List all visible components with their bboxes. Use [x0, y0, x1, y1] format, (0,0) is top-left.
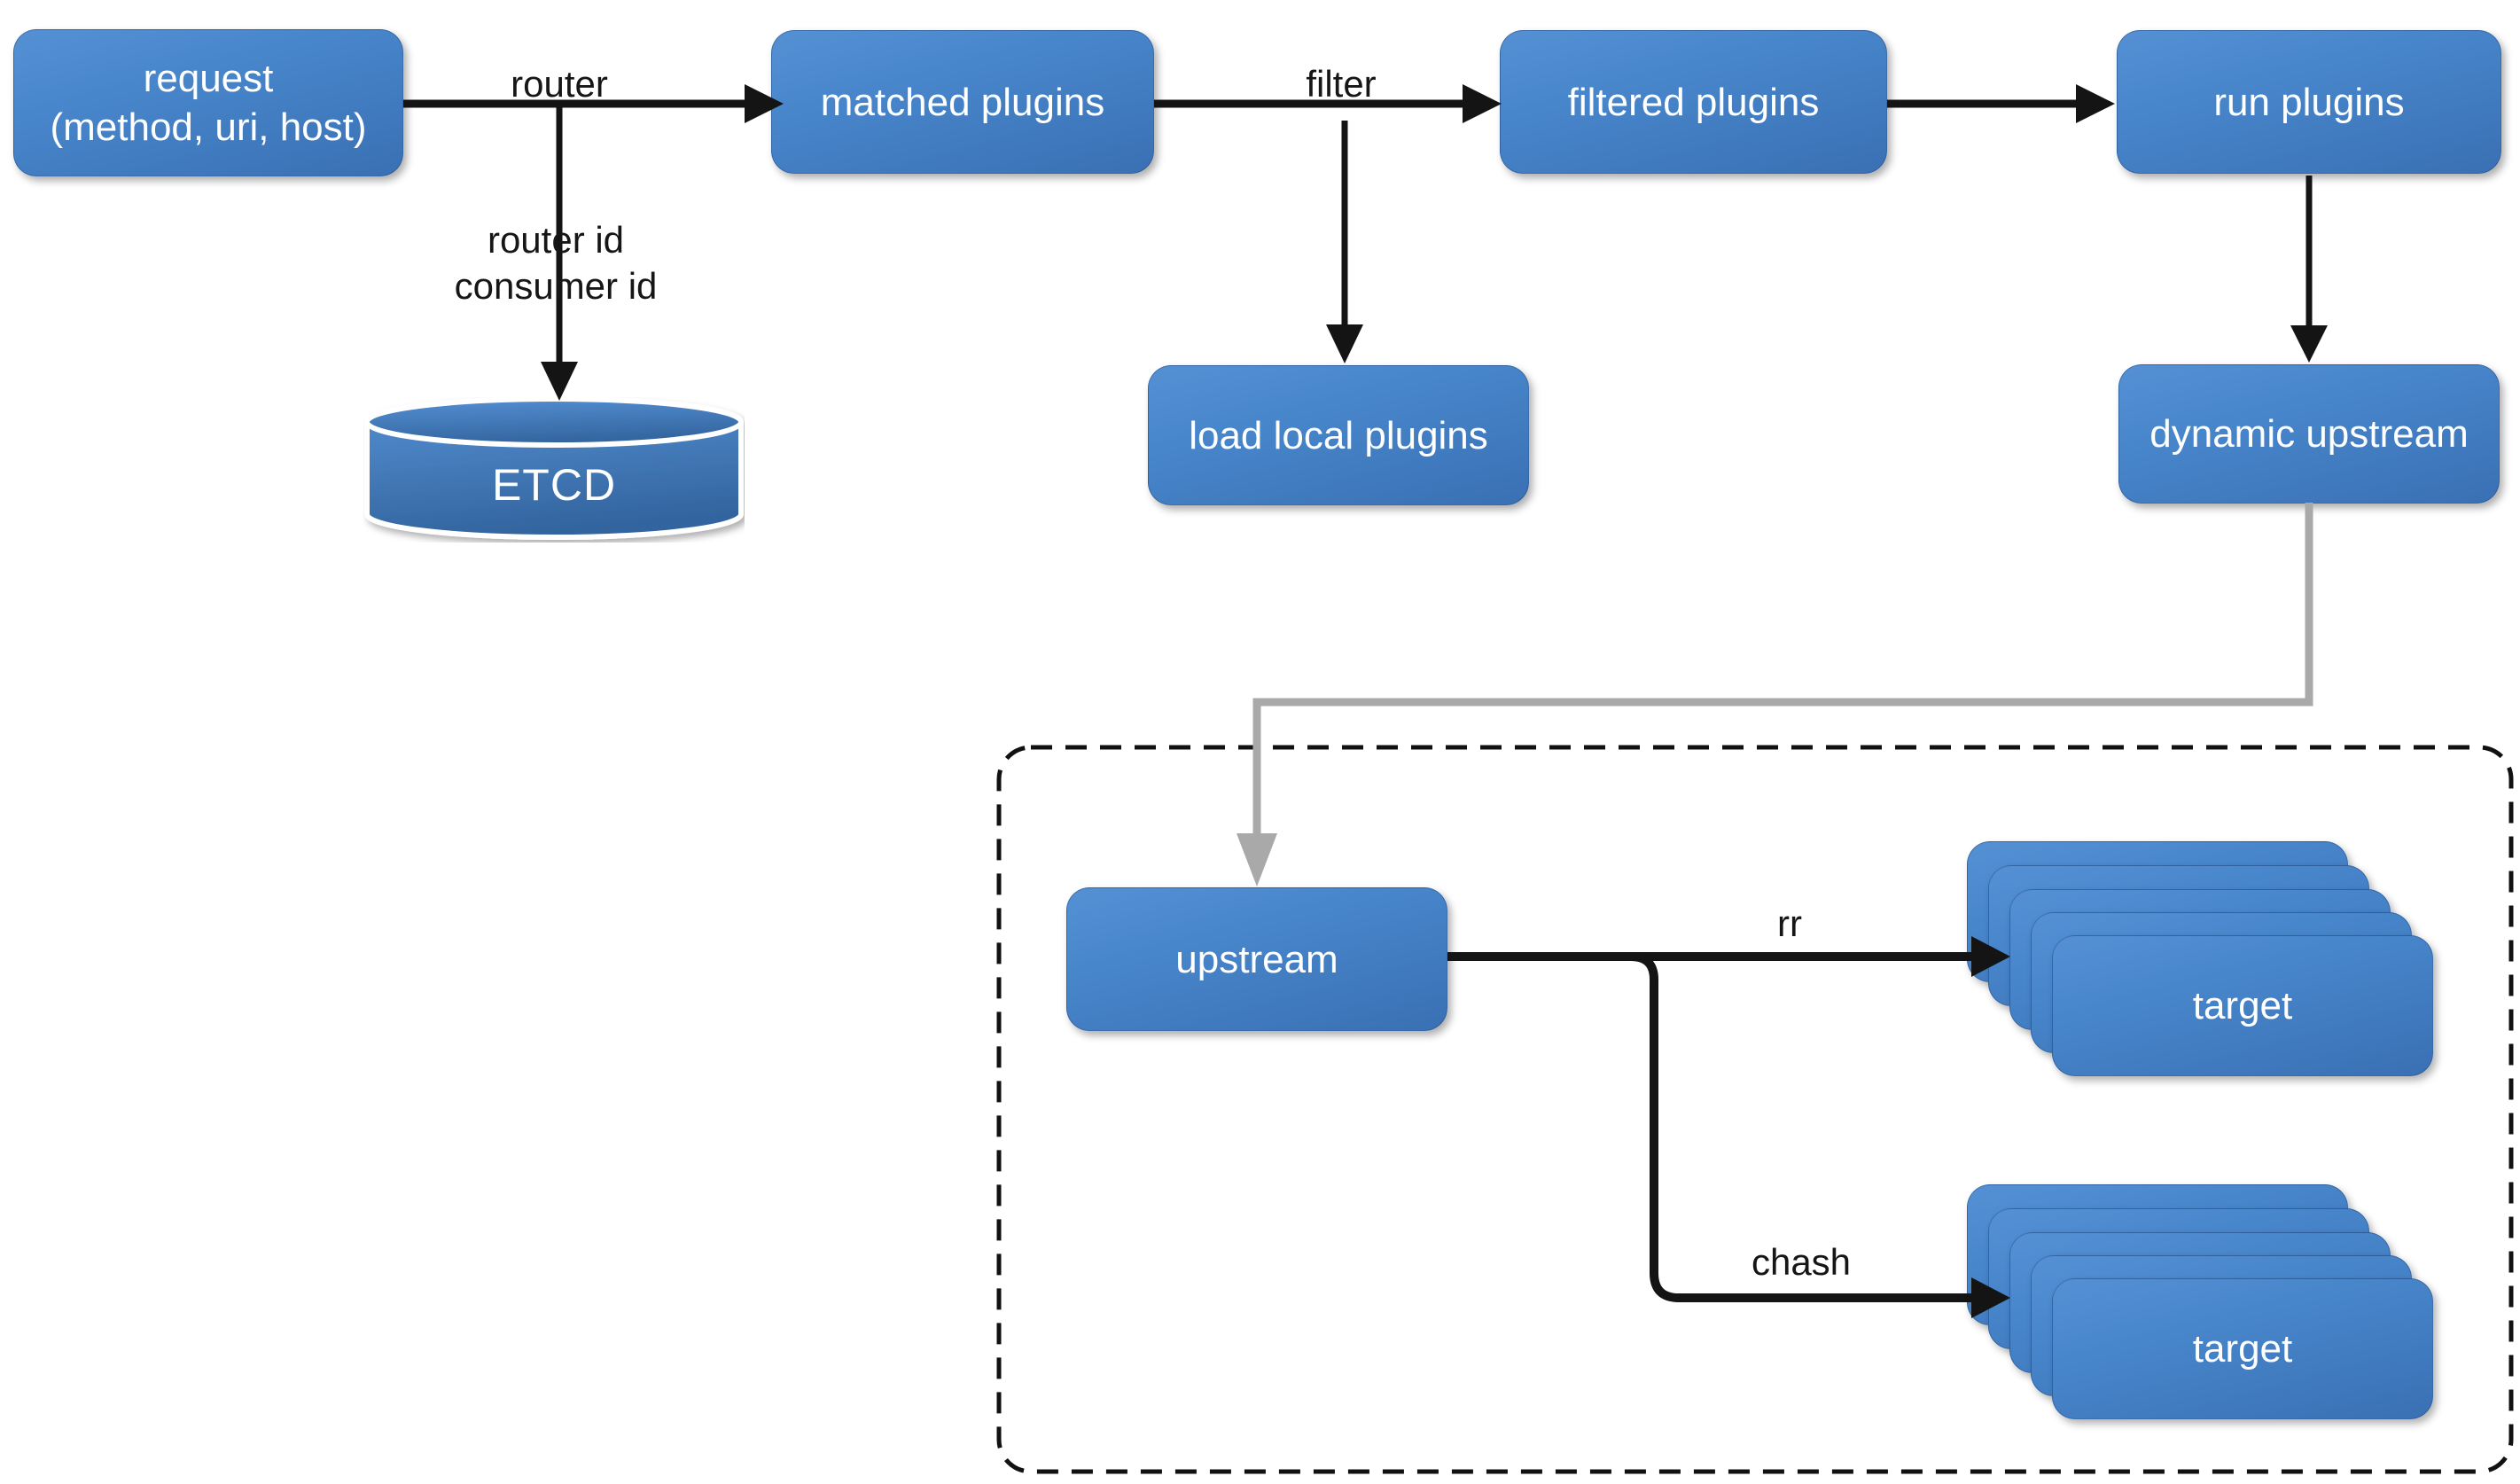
node-dynamic-upstream-label: dynamic upstream — [2149, 412, 2469, 456]
node-run-plugins: run plugins — [2117, 30, 2501, 174]
node-matched-plugins: matched plugins — [771, 30, 1154, 174]
node-load-local-plugins-label: load local plugins — [1189, 413, 1488, 457]
edge-label-filter: filter — [1306, 62, 1377, 105]
edge-run-to-dynamic-upstream-arrow — [2290, 176, 2328, 363]
node-dynamic-upstream: dynamic upstream — [2118, 364, 2500, 504]
node-run-plugins-label: run plugins — [2213, 80, 2405, 124]
node-matched-plugins-label: matched plugins — [820, 80, 1105, 124]
target-stack-front: target — [2052, 935, 2433, 1076]
edge-label-consumer-id: consumer id — [454, 264, 658, 307]
node-etcd-label: ETCD — [491, 460, 617, 510]
node-upstream-label: upstream — [1175, 937, 1338, 981]
edge-label-rr: rr — [1777, 902, 1802, 944]
node-request-line1: request — [143, 57, 274, 100]
target-stack-front: target — [2052, 1278, 2433, 1419]
node-filtered-plugins: filtered plugins — [1500, 30, 1887, 174]
node-load-local-plugins: load local plugins — [1148, 365, 1529, 505]
edge-label-chash: chash — [1751, 1240, 1852, 1283]
edge-filtered-to-run-arrow — [1887, 84, 2115, 123]
edge-filter-to-load-local-arrow — [1326, 121, 1363, 363]
node-request: request (method, uri, host) — [13, 29, 403, 176]
target-stack-chash: target — [1967, 1184, 2433, 1420]
target-rr-label: target — [2192, 983, 2293, 1027]
edge-rr-arrow — [1447, 936, 2010, 977]
node-request-line2: (method, uri, host) — [50, 105, 367, 149]
node-filtered-plugins-label: filtered plugins — [1567, 80, 1820, 124]
edge-label-router-id: router id — [487, 218, 625, 261]
target-chash-label: target — [2192, 1326, 2293, 1371]
node-upstream: upstream — [1066, 887, 1447, 1031]
target-stack-rr: target — [1967, 841, 2433, 1077]
edge-dynamic-to-upstream-gray-arrow — [1237, 503, 2313, 886]
edge-label-router: router — [511, 62, 608, 105]
node-request-label: request (method, uri, host) — [50, 54, 366, 152]
node-etcd-cylinder: ETCD — [363, 397, 745, 543]
